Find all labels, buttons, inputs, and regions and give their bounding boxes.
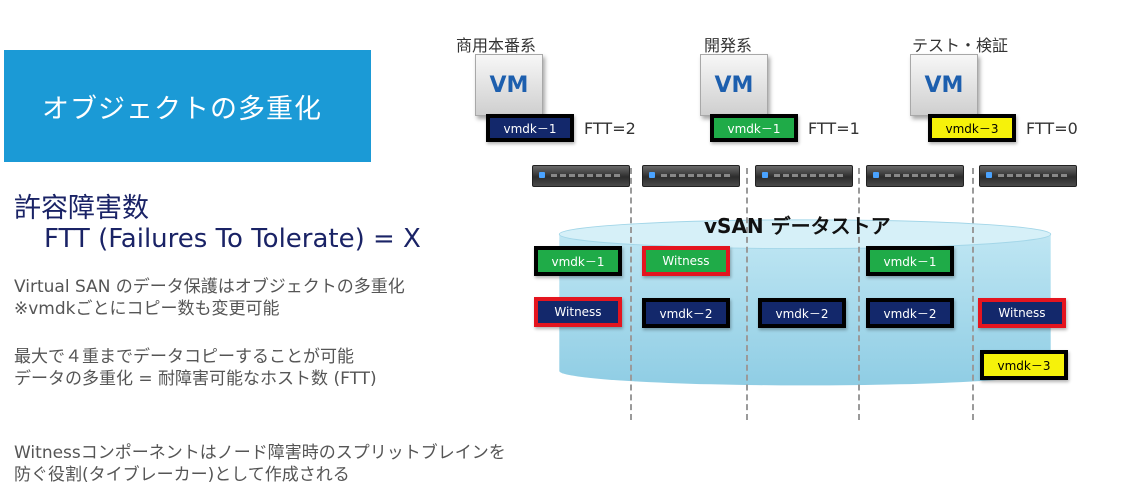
ftt-value-test: FTT=0	[1026, 119, 1078, 138]
env-label-production: 商用本番系	[456, 36, 537, 55]
env-label-test: テスト・検証	[912, 36, 1009, 55]
description-block-3: Witnessコンポーネントはノード障害時のスプリットブレインを 防ぐ役割(タイ…	[14, 442, 506, 486]
ftt-value-development: FTT=1	[808, 119, 860, 138]
server-host-3	[755, 165, 853, 187]
slide-title: オブジェクトの多重化	[42, 93, 322, 125]
server-host-5	[979, 165, 1077, 187]
server-host-1	[532, 165, 630, 187]
description-line: ※vmdkごとにコピー数も変更可能	[14, 299, 280, 319]
vm-vmdk-production: vmdk－1	[486, 114, 574, 142]
vm-icon-test: VM	[910, 54, 978, 116]
ftt-heading: 許容障害数	[14, 193, 149, 224]
description-block-2: 最大で４重までデータコピーすることが可能 データの多重化 = 耐障害可能なホスト…	[14, 346, 377, 390]
description-line: Witnessコンポーネントはノード障害時のスプリットブレインを	[14, 443, 506, 463]
server-host-2	[642, 165, 740, 187]
component-vmdk1-host1: vmdk－1	[534, 246, 622, 276]
component-witness-host5: Witness	[978, 298, 1066, 328]
vm-vmdk-test: vmdk－3	[928, 114, 1016, 142]
env-label-development: 開発系	[704, 36, 753, 55]
component-vmdk2-host3: vmdk－2	[758, 298, 846, 328]
description-line: データの多重化 = 耐障害可能なホスト数 (FTT)	[14, 369, 377, 389]
component-witness-host1: Witness	[534, 297, 622, 327]
component-vmdk1-host4: vmdk－1	[866, 246, 954, 276]
ftt-value-production: FTT=2	[584, 119, 636, 138]
vm-vmdk-development: vmdk－1	[710, 114, 798, 142]
host-divider	[630, 168, 632, 420]
description-line: 最大で４重までデータコピーすることが可能	[14, 347, 354, 367]
component-vmdk2-host4: vmdk－2	[866, 298, 954, 328]
title-banner: オブジェクトの多重化	[4, 50, 371, 162]
host-divider	[972, 168, 974, 420]
vm-icon-development: VM	[700, 54, 768, 116]
host-divider	[858, 168, 860, 420]
description-block-1: Virtual SAN のデータ保護はオブジェクトの多重化 ※vmdkごとにコピ…	[14, 276, 405, 320]
vm-icon-production: VM	[475, 54, 543, 116]
description-line: 防ぐ役割(タイブレーカー)として作成される	[14, 465, 350, 485]
host-divider	[746, 168, 748, 420]
component-vmdk2-host2: vmdk－2	[642, 298, 730, 328]
component-witness-host2: Witness	[642, 246, 730, 276]
component-vmdk3-host5: vmdk－3	[980, 350, 1068, 380]
server-host-4	[866, 165, 964, 187]
datastore-label: vSAN データストア	[704, 214, 891, 238]
ftt-formula: FTT (Failures To Tolerate) = X	[44, 224, 421, 254]
description-line: Virtual SAN のデータ保護はオブジェクトの多重化	[14, 277, 405, 297]
